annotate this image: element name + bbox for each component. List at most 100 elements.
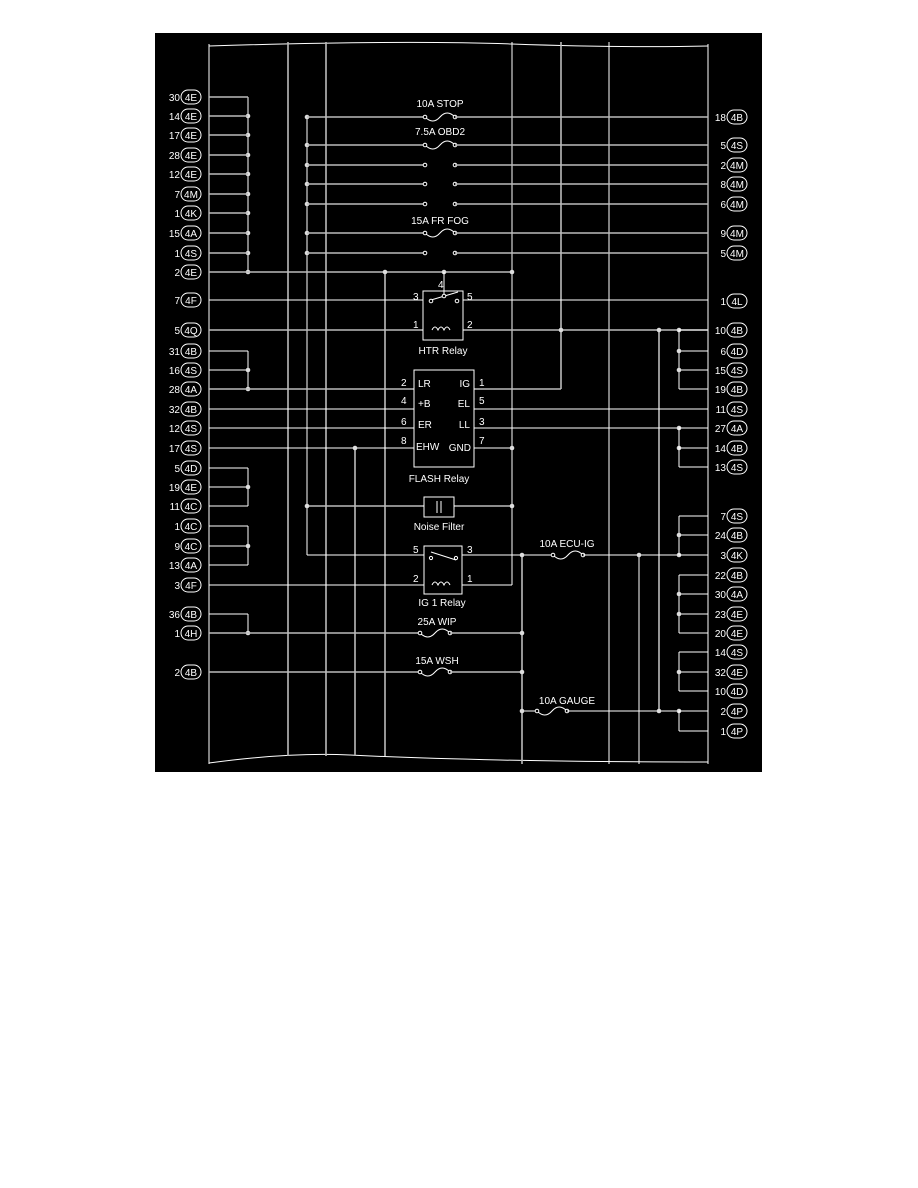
ig1-relay-label: IG 1 Relay bbox=[418, 598, 465, 609]
htr-pin-1: 1 bbox=[413, 320, 419, 331]
flash-pin-num: 5 bbox=[479, 396, 485, 407]
connector-pin: 16 bbox=[169, 366, 181, 377]
ig1-pin-2: 2 bbox=[413, 574, 419, 585]
relay-coil-icon bbox=[431, 581, 451, 587]
connector-pin: 5 bbox=[174, 326, 180, 337]
connector-id: 4S bbox=[731, 463, 744, 474]
connector-pin: 14 bbox=[169, 112, 181, 123]
terminal bbox=[422, 250, 428, 256]
flash-relay-label: FLASH Relay bbox=[409, 474, 470, 485]
terminal bbox=[417, 630, 423, 636]
junction-dot bbox=[558, 327, 564, 333]
connector-id: 4A bbox=[731, 424, 744, 435]
flash-pin-name: GND bbox=[449, 443, 471, 454]
connector-pin: 2 bbox=[174, 268, 180, 279]
junction-dot bbox=[382, 269, 388, 275]
flash-pin-name: LL bbox=[459, 420, 471, 431]
flash-pin-num: 2 bbox=[401, 378, 407, 389]
connector-id: 4A bbox=[731, 590, 744, 601]
connector-pin: 1 bbox=[174, 629, 180, 640]
connector-id: 4P bbox=[731, 727, 744, 738]
connector-pin: 15 bbox=[169, 229, 181, 240]
connector-pin: 32 bbox=[715, 668, 727, 679]
connector-pin: 19 bbox=[715, 385, 727, 396]
flash-pin-num: 6 bbox=[401, 417, 407, 428]
connector-pin: 2 bbox=[720, 161, 726, 172]
connector-id: 4Q bbox=[184, 326, 198, 337]
connector-left-16-4S: 16 4S bbox=[169, 362, 202, 378]
connector-pin: 7 bbox=[174, 190, 180, 201]
connector-id: 4M bbox=[730, 229, 744, 240]
connector-id: 4F bbox=[185, 296, 197, 307]
connector-pin: 22 bbox=[715, 571, 727, 582]
connector-pin: 14 bbox=[715, 444, 727, 455]
junction-dot bbox=[636, 552, 642, 558]
connector-pin: 17 bbox=[169, 131, 181, 142]
htr-pin-5: 5 bbox=[467, 292, 473, 303]
flash-pin-name: +B bbox=[418, 399, 431, 410]
connector-pin: 3 bbox=[720, 551, 726, 562]
connector-pin: 13 bbox=[169, 561, 181, 572]
junction-dot bbox=[245, 484, 251, 490]
junction-dot bbox=[509, 503, 515, 509]
connector-id: 4E bbox=[185, 170, 198, 181]
connector-id: 4E bbox=[185, 151, 198, 162]
ig1-pin-5: 5 bbox=[413, 545, 419, 556]
junction-dot bbox=[519, 669, 525, 675]
connector-left-13-4A: 13 4A bbox=[169, 557, 202, 573]
connector-id: 4E bbox=[731, 629, 744, 640]
connector-id: 4S bbox=[185, 366, 198, 377]
connector-pin: 12 bbox=[169, 170, 181, 181]
junction-dot bbox=[509, 269, 515, 275]
noise-filter-label: Noise Filter bbox=[414, 522, 465, 533]
connector-id: 4E bbox=[185, 268, 198, 279]
connector-id: 4L bbox=[731, 297, 743, 308]
connector-pin: 14 bbox=[715, 648, 727, 659]
fuse-icon bbox=[552, 550, 584, 560]
connector-id: 4S bbox=[731, 366, 744, 377]
fuse-icon bbox=[419, 628, 451, 638]
fuse-label-obd2: 7.5A OBD2 bbox=[415, 127, 465, 138]
fuse-icon bbox=[424, 140, 456, 150]
flash-pin-name: EL bbox=[458, 399, 471, 410]
junction-dot bbox=[245, 543, 251, 549]
connector-pin: 9 bbox=[174, 542, 180, 553]
terminal bbox=[422, 181, 428, 187]
connector-id: 4A bbox=[185, 561, 198, 572]
junction-dot bbox=[676, 669, 682, 675]
flash-pin-num: 8 bbox=[401, 436, 407, 447]
junction-dot bbox=[519, 630, 525, 636]
fuse-icon bbox=[419, 667, 451, 677]
htr-pin-3: 3 bbox=[413, 292, 419, 303]
fuse-label-ecu-ig: 10A ECU-IG bbox=[539, 539, 594, 550]
htr-pin-4: 4 bbox=[438, 280, 444, 291]
fuse-label-gauge: 10A GAUGE bbox=[539, 696, 595, 707]
connector-pin: 28 bbox=[169, 385, 181, 396]
connector-pin: 12 bbox=[169, 424, 181, 435]
junction-dot bbox=[519, 552, 525, 558]
connector-id: 4E bbox=[185, 93, 198, 104]
connector-pin: 6 bbox=[720, 347, 726, 358]
connector-id: 4E bbox=[731, 668, 744, 679]
